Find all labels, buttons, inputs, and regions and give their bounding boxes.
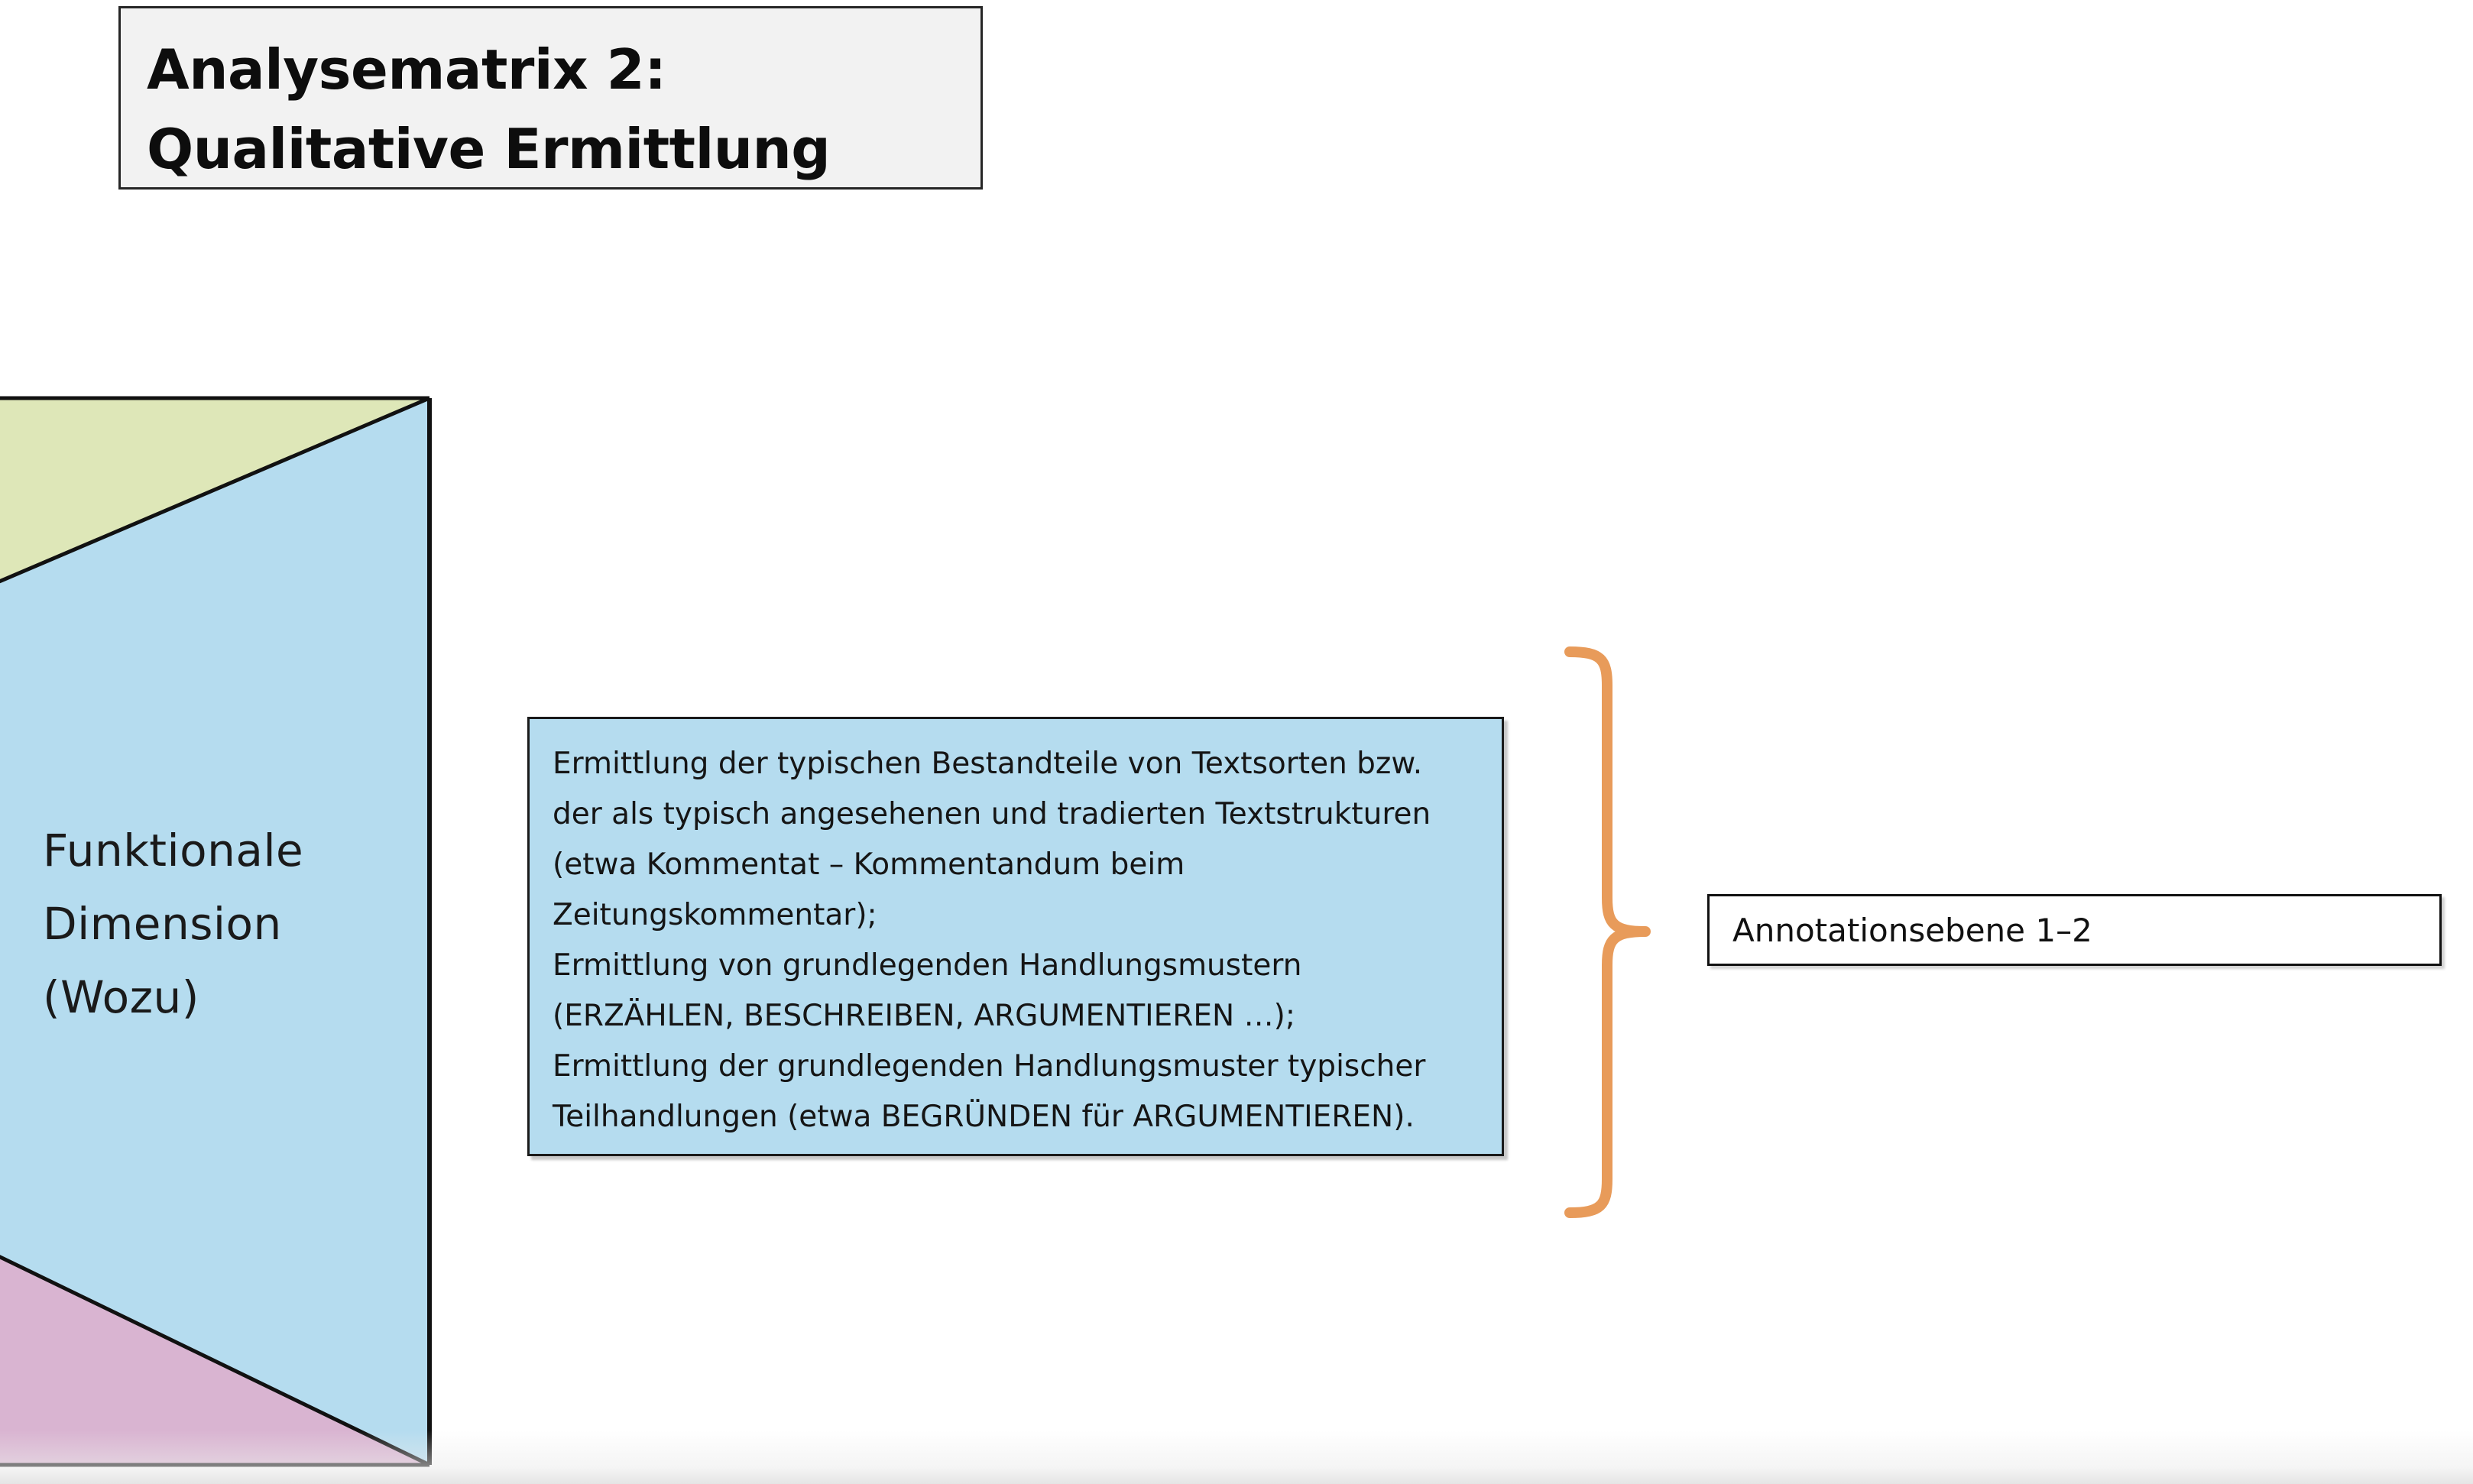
functional-dimension-label: Funktionale Dimension (Wozu)	[43, 814, 402, 1034]
brace-path	[1564, 646, 1651, 1218]
slide-title-line-1: Analysematrix 2:	[147, 37, 666, 102]
annotation-level-label: Annotationsebene 1–2	[1732, 911, 2092, 949]
content-line: Teilhandlungen (etwa BEGRÜNDEN für ARGUM…	[553, 1100, 1415, 1134]
content-line: (etwa Kommentat – Kommentandum beim	[553, 847, 1185, 882]
slide-title-box: Analysematrix 2: Qualitative Ermittlung	[118, 6, 983, 190]
slide-title-line-2: Qualitative Ermittlung	[147, 117, 831, 181]
dimension-shape-svg	[0, 396, 432, 1467]
content-line: (ERZÄHLEN, BESCHREIBEN, ARGUMENTIEREN …)…	[553, 999, 1295, 1033]
dimension-label-line-3: (Wozu)	[43, 971, 199, 1023]
dimension-label-line-1: Funktionale	[43, 825, 304, 876]
dimension-diagonal-top	[0, 396, 430, 584]
brace-svg	[1564, 646, 1651, 1218]
slide-bottom-edge	[0, 1431, 2473, 1484]
qualitative-content-box: Ermittlung der typischen Bestandteile vo…	[527, 717, 1504, 1156]
content-line: der als typisch angesehenen und tradiert…	[553, 797, 1431, 831]
functional-dimension-shape	[0, 396, 432, 1467]
dimension-label-line-2: Dimension	[43, 898, 282, 950]
content-line: Zeitungskommentar);	[553, 898, 877, 932]
dimension-body-fill	[0, 398, 429, 1465]
annotation-level-box: Annotationsebene 1–2	[1707, 894, 2442, 966]
content-line: Ermittlung der grundlegenden Handlungsmu…	[553, 1049, 1426, 1084]
content-line: Ermittlung von grundlegenden Handlungsmu…	[553, 948, 1302, 983]
orange-brace-connector	[1559, 646, 1666, 1219]
content-line: Ermittlung der typischen Bestandteile vo…	[553, 747, 1423, 781]
dimension-diagonal-bottom	[0, 1255, 431, 1467]
